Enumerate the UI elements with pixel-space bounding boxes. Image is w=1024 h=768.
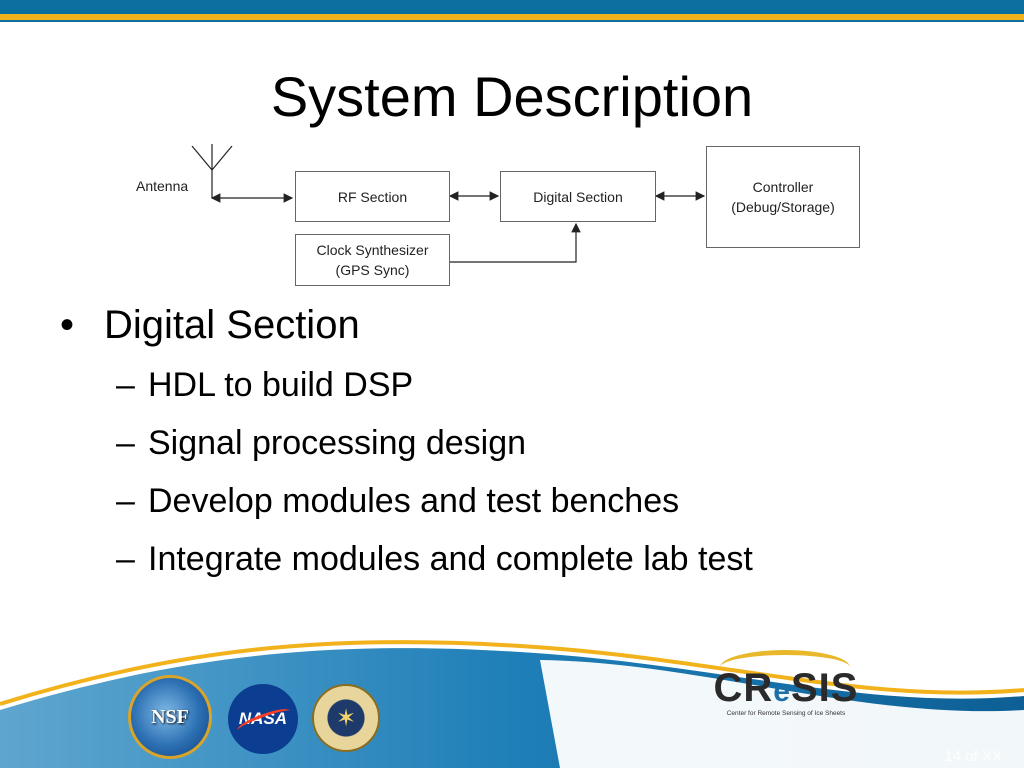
diagram-connectors [191,144,706,263]
bullet-list: Digital Section –HDL to build DSP –Signa… [60,300,960,588]
bullet-main: Digital Section [60,300,960,350]
nasa-logo: NASA [228,684,298,754]
kansas-board-of-regents-seal: ✶ [312,684,380,752]
antenna-label: Antenna [136,178,189,194]
sub-bullet: –HDL to build DSP [116,366,414,404]
page-number: 14 of XX [944,748,1002,765]
sub-bullet-text: Develop modules and test benches [148,482,680,520]
sub-bullet: –Signal processing design [116,424,527,462]
controller-label: Controller (Debug/Storage) [731,179,835,215]
nsf-logo: NSF [128,675,212,759]
nasa-logo-text: NASA [238,709,288,728]
sub-bullet: –Develop modules and test benches [116,482,680,520]
cresis-logo: CReSIS Center for Remote Sensing of Ice … [712,650,860,718]
top-blue-line [0,20,1024,22]
antenna-icon [191,144,233,198]
controller-block: Controller (Debug/Storage) [706,146,860,248]
cresis-subtitle: Center for Remote Sensing of Ice Sheets [726,710,846,717]
digital-section-block: Digital Section [500,171,656,222]
slide-title: System Description [270,65,754,128]
sub-bullet: –Integrate modules and complete lab test [116,540,753,578]
top-bar [0,0,1024,14]
clock-synthesizer-label: Clock Synthesizer (GPS Sync) [316,242,429,278]
nsf-logo-text: NSF [151,705,189,728]
cresis-wordmark: CReSIS [713,666,859,710]
cresis-arc-icon [720,650,850,685]
seal-star-icon: ✶ [335,704,357,732]
rf-section-label: RF Section [337,188,408,205]
rf-section-block: RF Section [295,171,450,222]
clock-synthesizer-block: Clock Synthesizer (GPS Sync) [295,234,450,286]
system-block-diagram: Antenna RF Section Digital Section Contr… [120,140,880,300]
top-gold-stripe [0,14,1024,20]
digital-section-label: Digital Section [533,188,623,205]
sub-bullet-text: Signal processing design [148,424,527,462]
sub-bullet-text: HDL to build DSP [148,366,414,404]
sub-bullet-text: Integrate modules and complete lab test [148,540,753,578]
